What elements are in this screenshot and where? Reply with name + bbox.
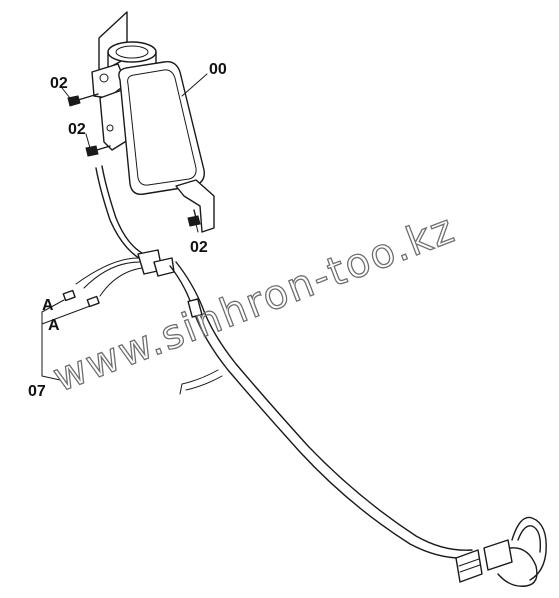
bolt-bottom-icon: [187, 209, 201, 227]
wiring-harness: [62, 165, 547, 587]
label-connector-a2: A: [48, 317, 60, 334]
label-bolt-mid: 02: [68, 121, 86, 138]
mirror-body: [118, 61, 215, 233]
bolt-top-icon: [67, 93, 99, 107]
watermark: www.sinhron-too.kz: [47, 206, 462, 402]
label-mirror: 00: [209, 61, 227, 78]
label-bolt-bottom: 02: [190, 239, 208, 256]
bolt-mid-icon: [85, 145, 111, 157]
leader-lines: [41, 73, 208, 381]
label-harness: 07: [28, 383, 46, 400]
label-bolt-top: 02: [50, 75, 68, 92]
mirror-bracket: [91, 11, 157, 151]
label-connector-a1: A: [42, 297, 54, 314]
